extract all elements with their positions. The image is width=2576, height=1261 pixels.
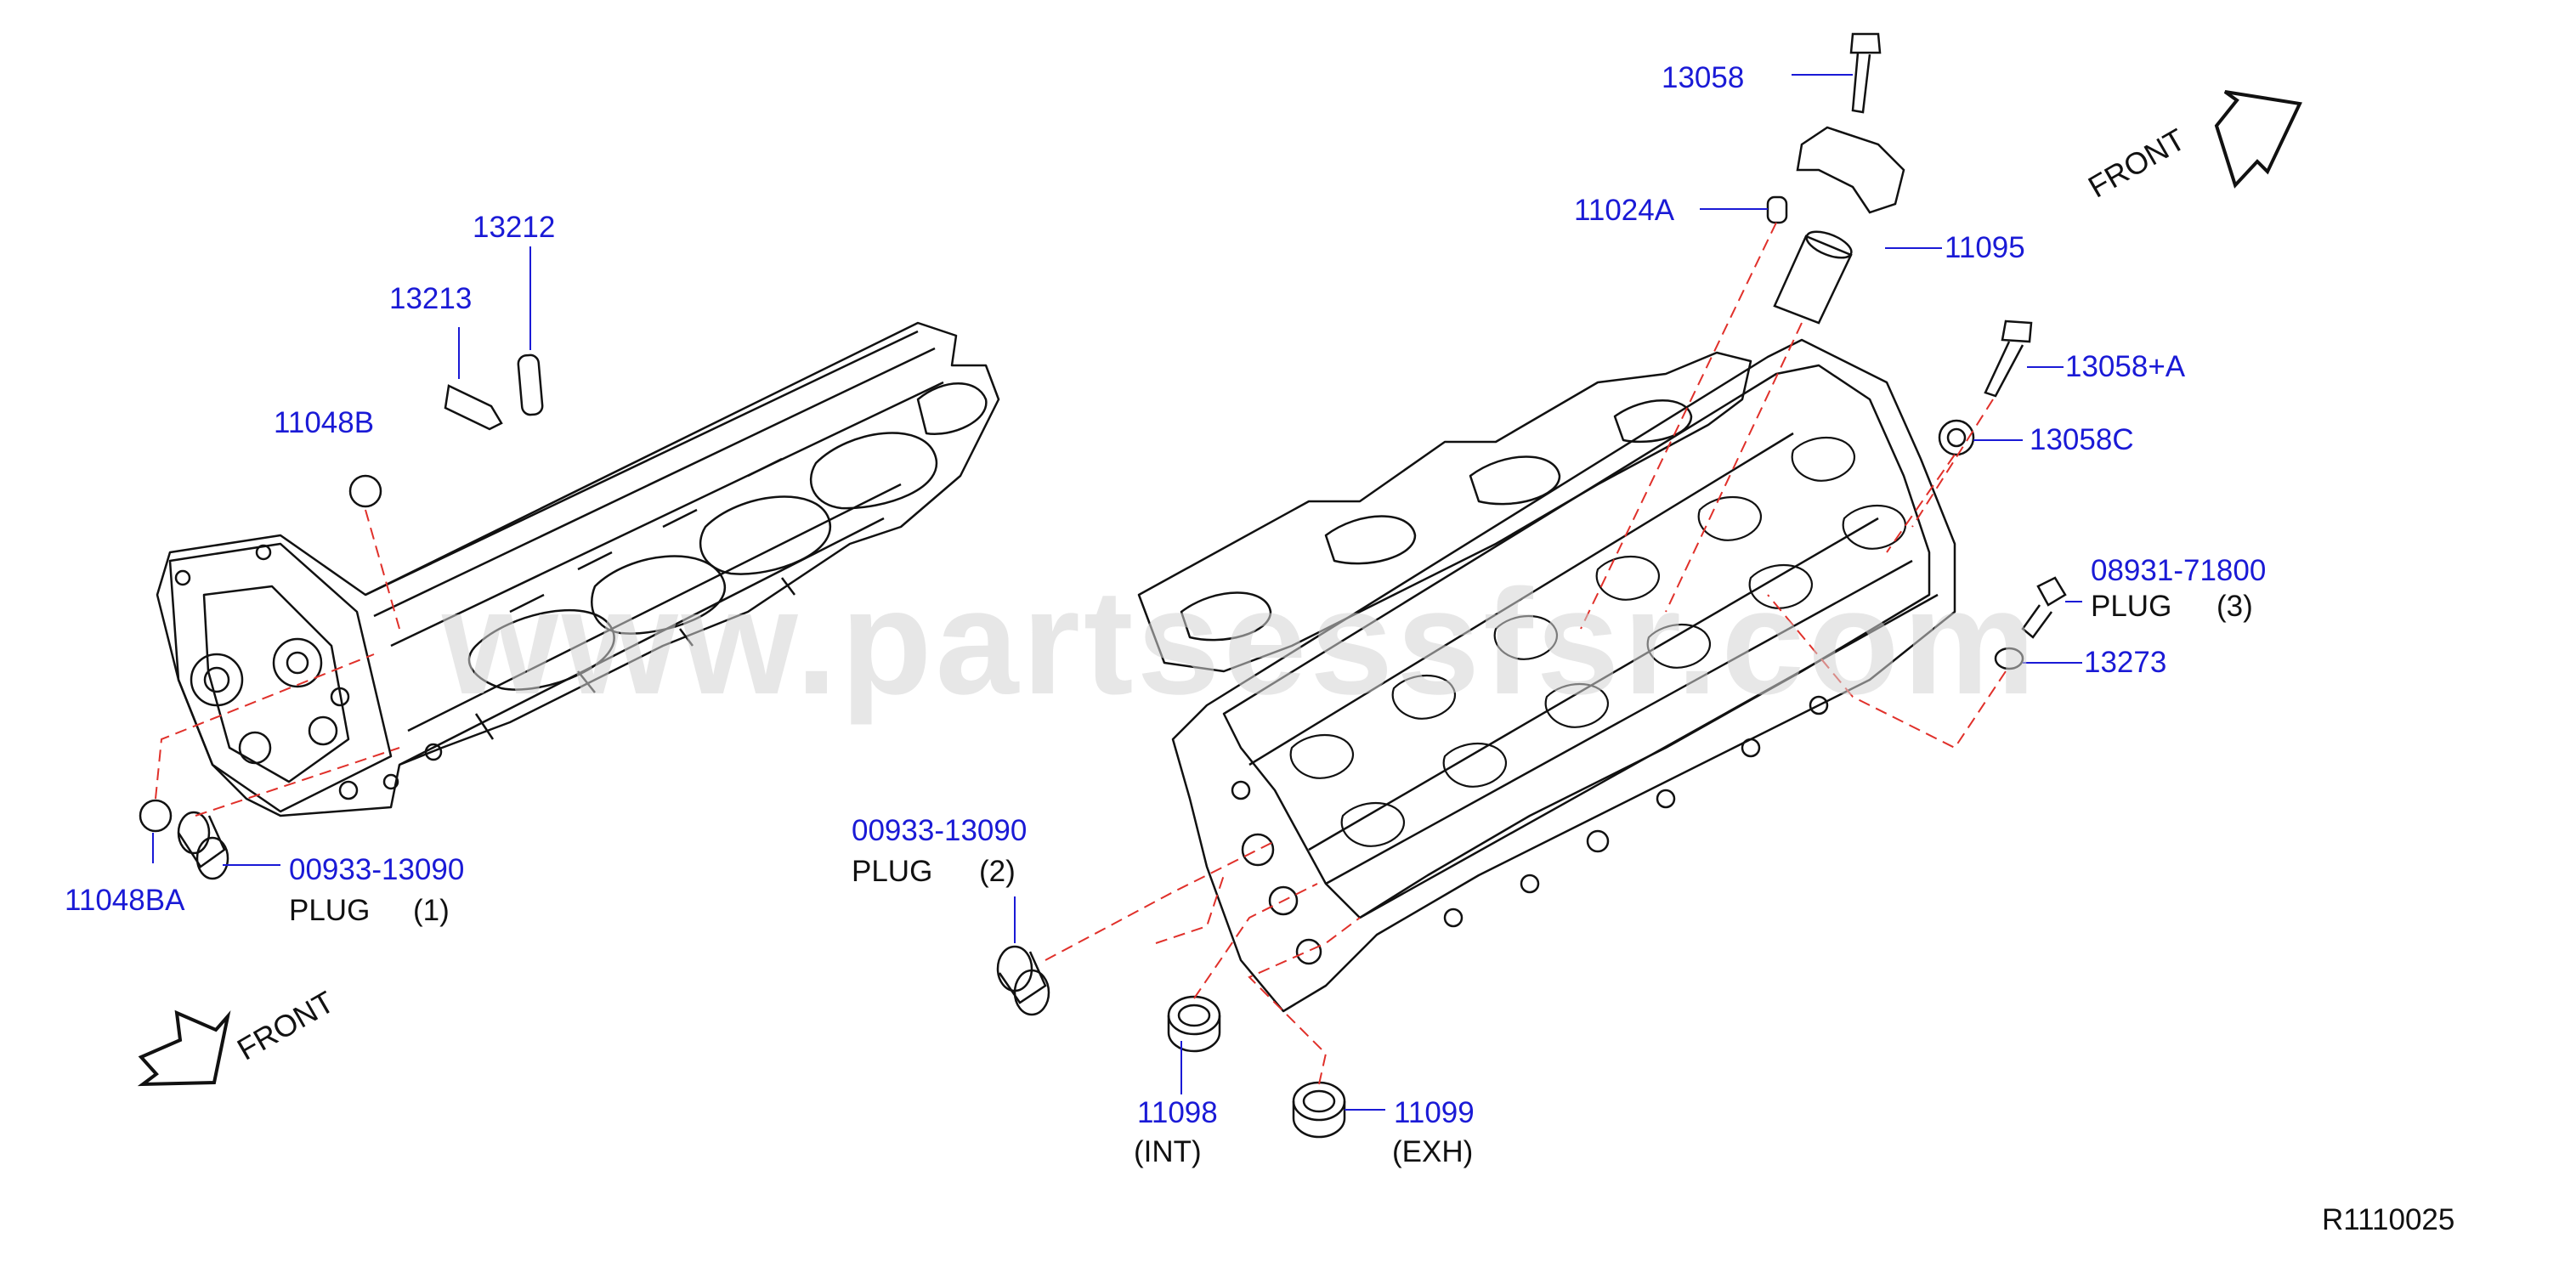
front-arrow-right-icon <box>2214 90 2302 189</box>
right-small-parts <box>996 32 2067 1139</box>
left-cylinder-head <box>156 321 1000 817</box>
plug-3-index: (3) <box>2216 590 2253 623</box>
left-small-parts <box>139 353 544 880</box>
diagram-reference: R1110025 <box>2322 1203 2455 1236</box>
callout-00933-13090-1[interactable]: 00933-13090 <box>289 853 465 886</box>
callout-11048ba[interactable]: 11048BA <box>65 884 185 917</box>
watermark: www.partsessfsr.com <box>442 559 2040 726</box>
plug-2-label: PLUG <box>852 855 933 888</box>
plug-2-index: (2) <box>979 855 1016 888</box>
callout-13212[interactable]: 13212 <box>473 211 556 244</box>
exh-label: (EXH) <box>1392 1135 1474 1168</box>
plug-3-label: PLUG <box>2091 590 2172 623</box>
callout-11024a[interactable]: 11024A <box>1574 194 1675 227</box>
plug-1-index: (1) <box>413 894 450 927</box>
callout-00933-13090-2[interactable]: 00933-13090 <box>852 814 1028 847</box>
callout-leaders <box>152 74 2082 1111</box>
callout-13213[interactable]: 13213 <box>389 282 473 315</box>
callout-11099[interactable]: 11099 <box>1394 1096 1475 1129</box>
plug-1-label: PLUG <box>289 894 371 927</box>
right-cylinder-head <box>1137 338 1956 1013</box>
callout-13058-a[interactable]: 13058+A <box>2065 350 2186 383</box>
callout-13058c[interactable]: 13058C <box>2030 423 2134 456</box>
callout-13273[interactable]: 13273 <box>2084 646 2167 679</box>
front-arrow-left-icon <box>137 1009 231 1087</box>
dashed-leaders <box>155 222 2007 1085</box>
callout-08931-71800[interactable]: 08931-71800 <box>2091 554 2267 587</box>
callout-11095[interactable]: 11095 <box>1945 231 2025 264</box>
callout-13058[interactable]: 13058 <box>1662 61 1745 94</box>
int-label: (INT) <box>1134 1135 1202 1168</box>
callout-11048b[interactable]: 11048B <box>274 406 375 439</box>
callout-11098[interactable]: 11098 <box>1137 1096 1218 1129</box>
